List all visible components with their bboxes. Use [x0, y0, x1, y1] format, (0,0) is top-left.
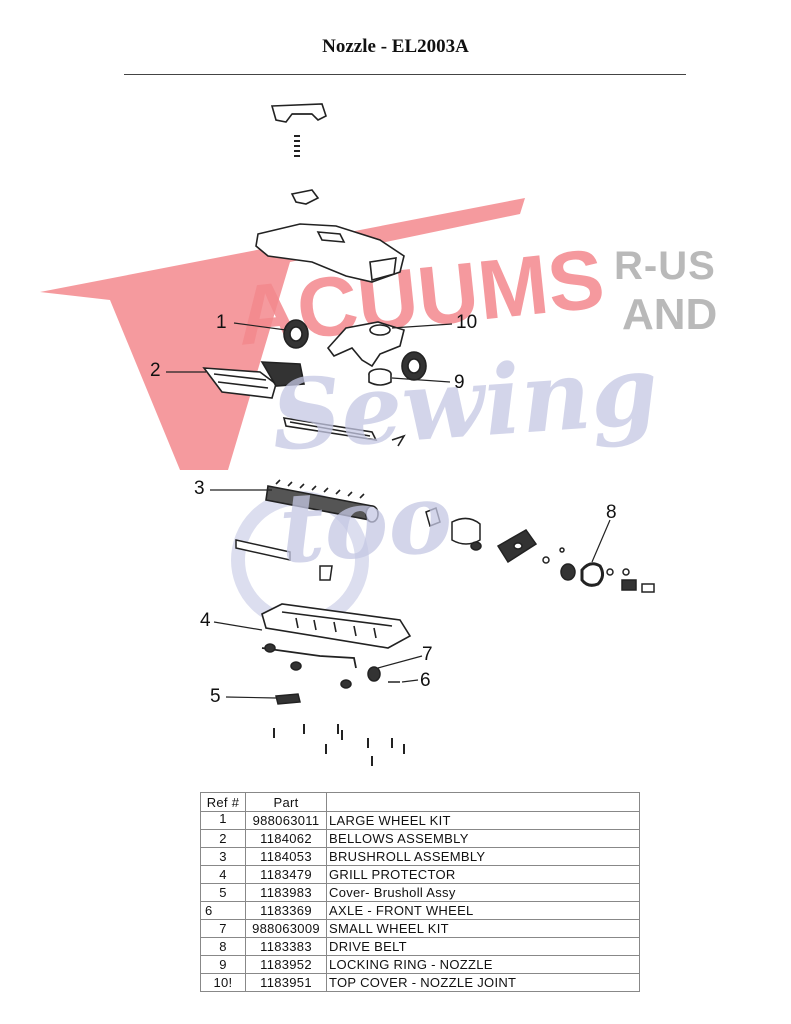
callout-5: 5 — [210, 686, 221, 707]
cell-ref: 7 — [200, 919, 246, 938]
cell-part: 1183383 — [245, 937, 327, 956]
table-row: 2 1184062 BELLOWS ASSEMBLY — [200, 829, 640, 848]
cell-part: 1184053 — [245, 847, 327, 866]
cell-ref: 3 — [200, 847, 246, 866]
cell-desc: TOP COVER - NOZZLE JOINT — [326, 973, 640, 992]
part-spring — [294, 135, 300, 157]
part-grill-protector — [261, 647, 357, 669]
callout-9: 9 — [454, 372, 465, 393]
cell-ref: 8 — [200, 937, 246, 956]
callout-leaders — [166, 322, 611, 699]
callout-2: 2 — [150, 360, 161, 381]
part-wheel-right — [401, 351, 427, 381]
cell-desc: SMALL WHEEL KIT — [326, 919, 640, 938]
part-baseplate — [261, 603, 412, 649]
table-row: 10! 1183951 TOP COVER - NOZZLE JOINT — [200, 973, 640, 992]
cell-desc: LOCKING RING - NOZZLE — [326, 955, 640, 974]
cell-desc: BELLOWS ASSEMBLY — [326, 829, 640, 848]
cell-part: 1183983 — [245, 883, 327, 902]
part-bellows-assembly — [202, 361, 305, 399]
part-drive-belt — [580, 562, 605, 587]
cell-part: 1183479 — [245, 865, 327, 884]
table-row: 9 1183952 LOCKING RING - NOZZLE — [200, 955, 640, 974]
callout-4: 4 — [200, 610, 211, 631]
table-row: 5 1183983 Cover- Brusholl Assy — [200, 883, 640, 902]
header-part: Part — [245, 792, 327, 812]
cell-ref: 5 — [200, 883, 246, 902]
cell-part: 1183369 — [245, 901, 327, 920]
cell-desc: AXLE - FRONT WHEEL — [326, 901, 640, 920]
cell-part: 1184062 — [245, 829, 327, 848]
screws — [273, 724, 405, 766]
cell-ref: 1 — [200, 811, 246, 830]
part-small-clip — [391, 434, 406, 447]
cell-part: 988063009 — [245, 919, 327, 938]
part-latch — [290, 189, 320, 205]
part-large-wheel — [283, 319, 309, 349]
callout-6: 6 — [420, 670, 431, 691]
part-brushroll-cover — [275, 693, 301, 705]
cell-desc: DRIVE BELT — [326, 937, 640, 956]
table-header-row: Ref # Part — [200, 792, 640, 812]
cell-desc: BRUSHROLL ASSEMBLY — [326, 847, 640, 866]
exploded-parts-diagram: ACUUMS — [40, 103, 655, 766]
callout-7: 7 — [422, 644, 433, 665]
header-ref: Ref # — [200, 792, 246, 812]
table-row: 6 1183369 AXLE - FRONT WHEEL — [200, 901, 640, 920]
part-brushroll — [265, 479, 379, 523]
cell-ref: 4 — [200, 865, 246, 884]
cell-ref: 9 — [200, 955, 246, 974]
part-side-strip — [235, 539, 291, 561]
title-divider — [124, 74, 686, 75]
part-top-clip — [270, 103, 327, 123]
callout-8: 8 — [606, 502, 617, 523]
cell-desc: GRILL PROTECTOR — [326, 865, 640, 884]
part-top-cover-joint — [326, 321, 405, 368]
cell-desc: Cover- Brusholl Assy — [326, 883, 640, 902]
table-row: 3 1184053 BRUSHROLL ASSEMBLY — [200, 847, 640, 866]
part-small-bracket — [319, 565, 333, 581]
header-desc — [326, 792, 640, 812]
part-small-items — [264, 643, 400, 689]
part-grill-strip — [282, 417, 378, 442]
cell-part: 988063011 — [245, 811, 327, 830]
part-motor-group — [425, 506, 655, 593]
parts-table: Ref # Part 1 988063011 LARGE WHEEL KIT 2… — [200, 792, 640, 992]
callout-10: 10 — [456, 312, 478, 333]
table-row: 8 1183383 DRIVE BELT — [200, 937, 640, 956]
cell-part: 1183951 — [245, 973, 327, 992]
cell-part: 1183952 — [245, 955, 327, 974]
table-row: 4 1183479 GRILL PROTECTOR — [200, 865, 640, 884]
cell-ref: 2 — [200, 829, 246, 848]
part-nozzle-hood — [255, 223, 405, 283]
table-row: 7 988063009 SMALL WHEEL KIT — [200, 919, 640, 938]
part-locking-ring — [368, 368, 392, 386]
table-row: 1 988063011 LARGE WHEEL KIT — [200, 811, 640, 830]
callout-3: 3 — [194, 478, 205, 499]
cell-desc: LARGE WHEEL KIT — [326, 811, 640, 830]
cell-ref: 10! — [200, 973, 246, 992]
page-title: Nozzle - EL2003A — [322, 36, 469, 57]
callout-1: 1 — [216, 312, 227, 333]
cell-ref: 6 — [200, 901, 246, 920]
